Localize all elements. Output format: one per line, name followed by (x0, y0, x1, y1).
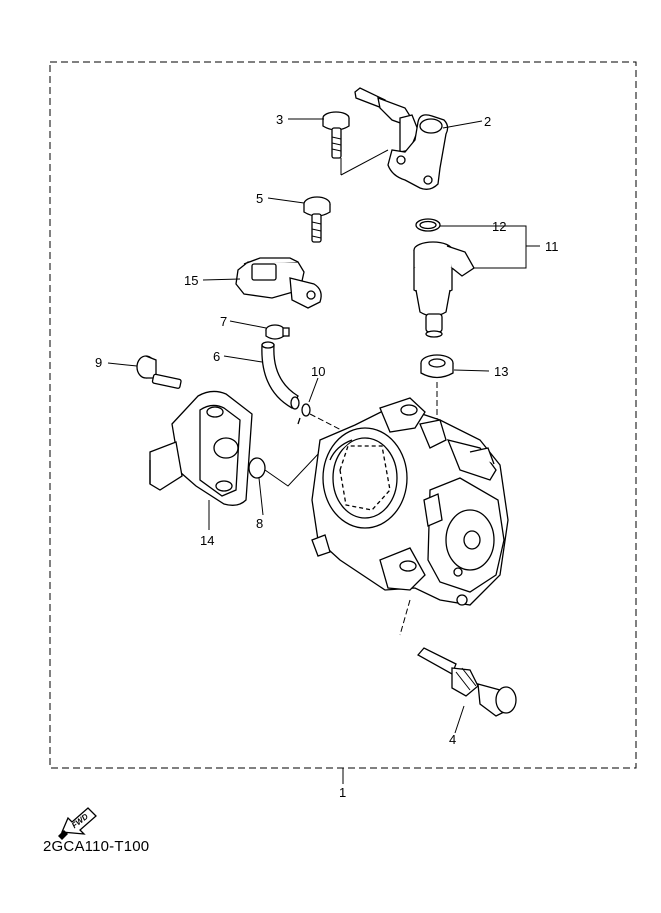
label-15: 15 (184, 273, 198, 288)
assembly-boundary (49, 61, 637, 769)
label-9: 9 (95, 355, 102, 370)
label-5: 5 (256, 191, 263, 206)
pressure-sensor-15 (235, 257, 322, 309)
bolt-3 (322, 111, 350, 159)
label-1: 1 (339, 785, 346, 800)
fuel-delivery-pipe (354, 87, 449, 190)
plunger-4 (416, 647, 517, 717)
label-7: 7 (220, 314, 227, 329)
label-10: 10 (311, 364, 325, 379)
injector-seal-13 (420, 354, 454, 379)
hose-6 (261, 341, 300, 410)
drawing-code: 2GCA110-T100 (43, 838, 150, 855)
label-13: 13 (494, 364, 508, 379)
hose-clamp-7 (265, 324, 290, 340)
throttle-body (311, 397, 509, 606)
label-3: 3 (276, 112, 283, 127)
clip-10 (297, 403, 311, 425)
label-14: 14 (200, 533, 214, 548)
label-12: 12 (492, 219, 506, 234)
label-8: 8 (256, 516, 263, 531)
throttle-position-sensor-14 (149, 390, 253, 506)
label-4: 4 (449, 732, 456, 747)
screw-5 (303, 196, 331, 243)
screw-9 (136, 355, 182, 389)
label-2: 2 (484, 114, 491, 129)
fwd-arrow-icon: FWD (58, 807, 97, 840)
label-11: 11 (545, 239, 559, 254)
label-6: 6 (213, 349, 220, 364)
o-ring-8 (248, 457, 266, 479)
fuel-injector (413, 241, 475, 338)
o-ring-12 (415, 218, 441, 232)
